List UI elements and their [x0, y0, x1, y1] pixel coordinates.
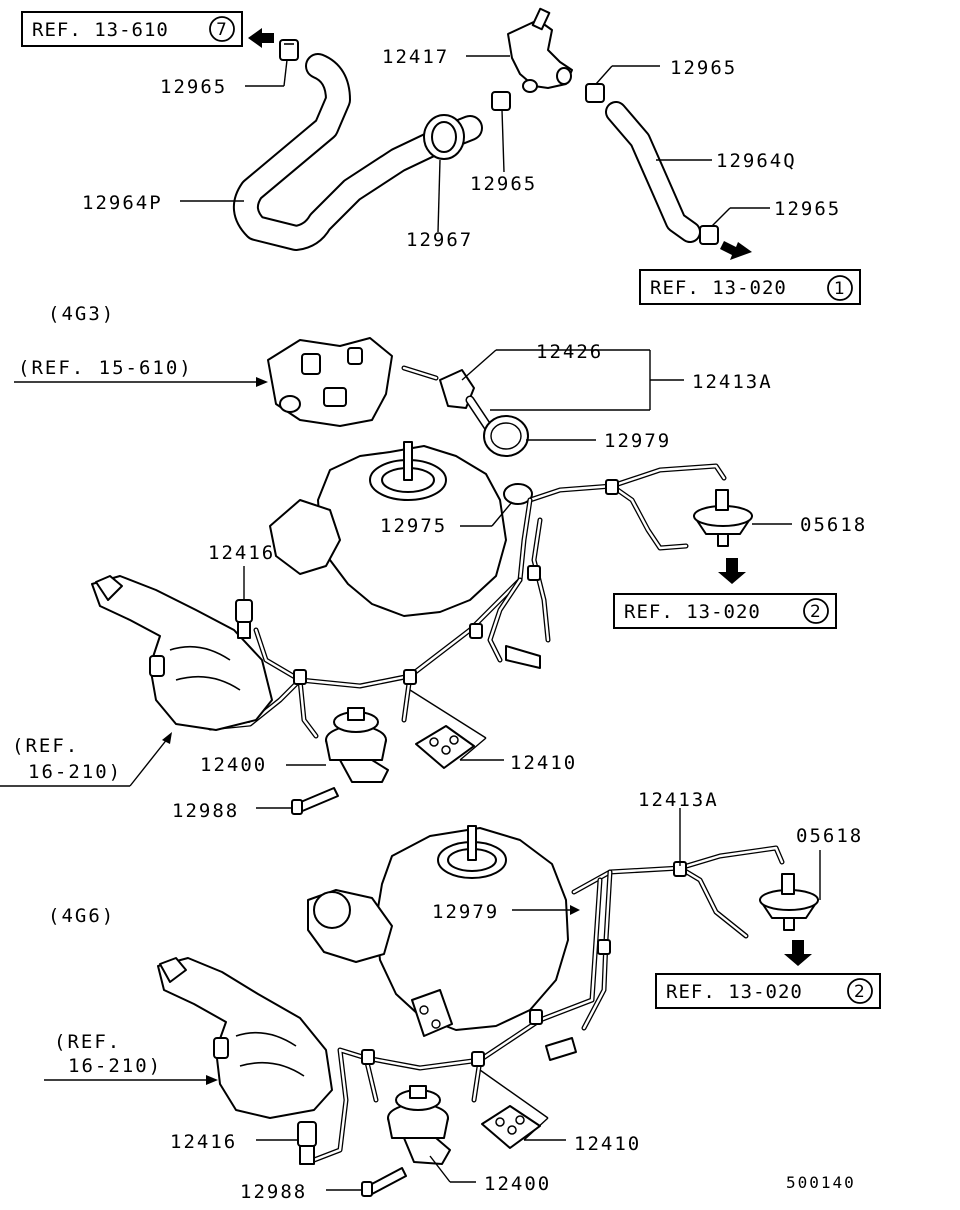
- arrow-icon: [784, 940, 812, 966]
- label-12967: 12967: [406, 229, 473, 251]
- label-05618-g3: 05618: [800, 514, 867, 536]
- ref-box-13-020-1[interactable]: REF. 13-020 1: [639, 269, 861, 305]
- hose-12964q: [605, 101, 701, 243]
- ref-16-210-b-line1[interactable]: (REF.: [54, 1031, 121, 1053]
- label-12413a-g6: 12413A: [638, 789, 719, 811]
- label-12413a-g3: 12413A: [692, 371, 773, 393]
- diagram-code: 500140: [786, 1173, 856, 1192]
- arrow-icon: [570, 905, 580, 915]
- ref-box-13-020-2-g3[interactable]: REF. 13-020 2: [613, 593, 837, 629]
- clip-12965-center: [491, 91, 511, 111]
- label-12979-g6: 12979: [432, 901, 499, 923]
- ref-15-610[interactable]: (REF. 15-610): [18, 357, 193, 379]
- label-12964p: 12964P: [82, 192, 163, 214]
- svg-text:REF. 13-020: REF. 13-020: [650, 277, 787, 299]
- bolt-12988-g3: [291, 787, 339, 815]
- section-label-4g3: (4G3): [48, 303, 115, 325]
- svg-text:REF. 13-020: REF. 13-020: [666, 981, 803, 1003]
- arrow-icon: [256, 377, 268, 387]
- label-12965-a: 12965: [160, 76, 227, 98]
- svg-text:2: 2: [810, 602, 821, 622]
- label-12975: 12975: [380, 515, 447, 537]
- label-12965-b: 12965: [470, 173, 537, 195]
- throttle-body-part: [267, 337, 393, 427]
- valve-05618-g6: [759, 873, 819, 931]
- label-12988-g6: 12988: [240, 1181, 307, 1203]
- svg-text:1: 1: [834, 279, 845, 299]
- label-12417: 12417: [382, 46, 449, 68]
- egr-valve-12400-g3: [325, 707, 389, 783]
- label-12400-g6: 12400: [484, 1173, 551, 1195]
- sensor-12416-g3: [235, 599, 253, 639]
- svg-text:2: 2: [854, 982, 865, 1002]
- ref-16-210-a-line2[interactable]: 16-210): [28, 761, 122, 783]
- clamp-12979: [483, 415, 529, 457]
- label-12410-g3: 12410: [510, 752, 577, 774]
- hose-12964p: [233, 53, 483, 251]
- label-12988-g3: 12988: [172, 800, 239, 822]
- label-12965-d: 12965: [774, 198, 841, 220]
- intake-manifold-4g3: [269, 441, 507, 617]
- distributor-part-g3: [91, 575, 273, 731]
- vacuum-hoses-4g3: [207, 463, 727, 739]
- label-12979-g3: 12979: [604, 430, 671, 452]
- ring-12967: [423, 114, 465, 160]
- gasket-12410-g6: [481, 1105, 541, 1149]
- sensor-12416-g6: [297, 1121, 317, 1165]
- label-12416-g3: 12416: [208, 542, 275, 564]
- intake-manifold-4g6: [307, 825, 569, 1037]
- egr-valve-12400-g6: [387, 1085, 451, 1165]
- label-12416-g6: 12416: [170, 1131, 237, 1153]
- vacuum-hoses-4g6: [311, 845, 785, 1163]
- distributor-part-g6: [157, 957, 333, 1119]
- label-12410-g6: 12410: [574, 1133, 641, 1155]
- arrow-icon: [162, 732, 172, 744]
- label-12965-c: 12965: [670, 57, 737, 79]
- valve-12417: [507, 7, 573, 93]
- svg-text:REF. 13-020: REF. 13-020: [624, 601, 761, 623]
- label-12400-g3: 12400: [200, 754, 267, 776]
- svg-text:REF. 13-610: REF. 13-610: [32, 19, 169, 41]
- valve-05618-g3: [693, 489, 753, 547]
- ref-16-210-a-line1[interactable]: (REF.: [12, 735, 79, 757]
- clip-12965-left: [279, 39, 299, 61]
- ref-box-13-610[interactable]: REF. 13-610 7: [21, 11, 243, 47]
- label-12426: 12426: [536, 341, 603, 363]
- ref-box-13-020-2-g6[interactable]: REF. 13-020 2: [655, 973, 881, 1009]
- clip-12965-right-lower: [699, 225, 719, 245]
- arrow-icon: [248, 28, 274, 48]
- label-12964q: 12964Q: [716, 150, 797, 172]
- fitting-12975: [503, 483, 533, 505]
- gasket-12410-g3: [415, 725, 475, 769]
- label-05618-g6: 05618: [796, 825, 863, 847]
- arrow-icon: [718, 558, 746, 584]
- ref-16-210-b-line2[interactable]: 16-210): [68, 1055, 162, 1077]
- arrow-icon: [720, 241, 752, 260]
- bolt-12988-g6: [361, 1167, 407, 1197]
- arrow-icon: [206, 1075, 218, 1085]
- svg-text:7: 7: [216, 20, 227, 40]
- clip-12965-right-upper: [585, 83, 605, 103]
- section-label-4g6: (4G6): [48, 905, 115, 927]
